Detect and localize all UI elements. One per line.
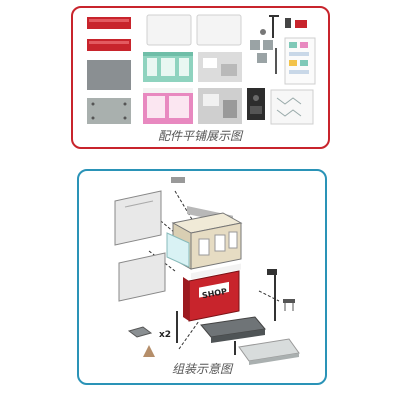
- quantity-label: x2: [159, 330, 171, 340]
- glass-window-pane: [166, 232, 190, 268]
- red-shop-front: [183, 263, 241, 322]
- parts-layout-caption: 配件平铺展示图: [158, 129, 244, 143]
- pink-shop-facade: [143, 88, 193, 124]
- bench-part: [283, 299, 295, 311]
- light-ground-plate: [238, 338, 300, 365]
- small-parts-grid: [250, 40, 277, 74]
- lamp-post-part: [267, 269, 277, 321]
- parts-layout-panel: 配件平铺展示图: [71, 6, 330, 149]
- wooden-cone-part: [143, 345, 155, 357]
- left-wall-panel-upper: [114, 190, 162, 246]
- transparent-window-parts: [270, 89, 314, 125]
- red-roof-rail-top: [87, 17, 131, 29]
- sticker-sheet: [284, 37, 316, 85]
- grey-roof-plate: [87, 98, 131, 124]
- white-wall-panel-right: [196, 14, 242, 46]
- interior-panel-top: [198, 52, 242, 82]
- red-roof-rail-bottom: [87, 39, 131, 51]
- vertical-pole-parts: [176, 311, 236, 355]
- grey-base-plate: [200, 316, 266, 343]
- white-wall-panel-left: [146, 14, 192, 46]
- street-lamp-part: [260, 15, 307, 38]
- dark-decor-panel: [247, 88, 265, 120]
- exploded-assembly-illustration: SHOP x2 组装示意图: [114, 177, 300, 376]
- cream-building-upper: [171, 212, 243, 270]
- stud-tile-part: [127, 326, 153, 338]
- assembly-diagram-panel: SHOP x2 组装示意图: [77, 169, 327, 385]
- grey-base-plate: [87, 60, 131, 90]
- assembly-diagram-caption: 组装示意图: [172, 362, 234, 376]
- interior-panel-bottom: [198, 88, 242, 124]
- left-wall-panel-lower: [118, 252, 166, 302]
- mint-shop-facade: [143, 52, 193, 82]
- parts-layout-illustration: 配件平铺展示图: [87, 14, 316, 143]
